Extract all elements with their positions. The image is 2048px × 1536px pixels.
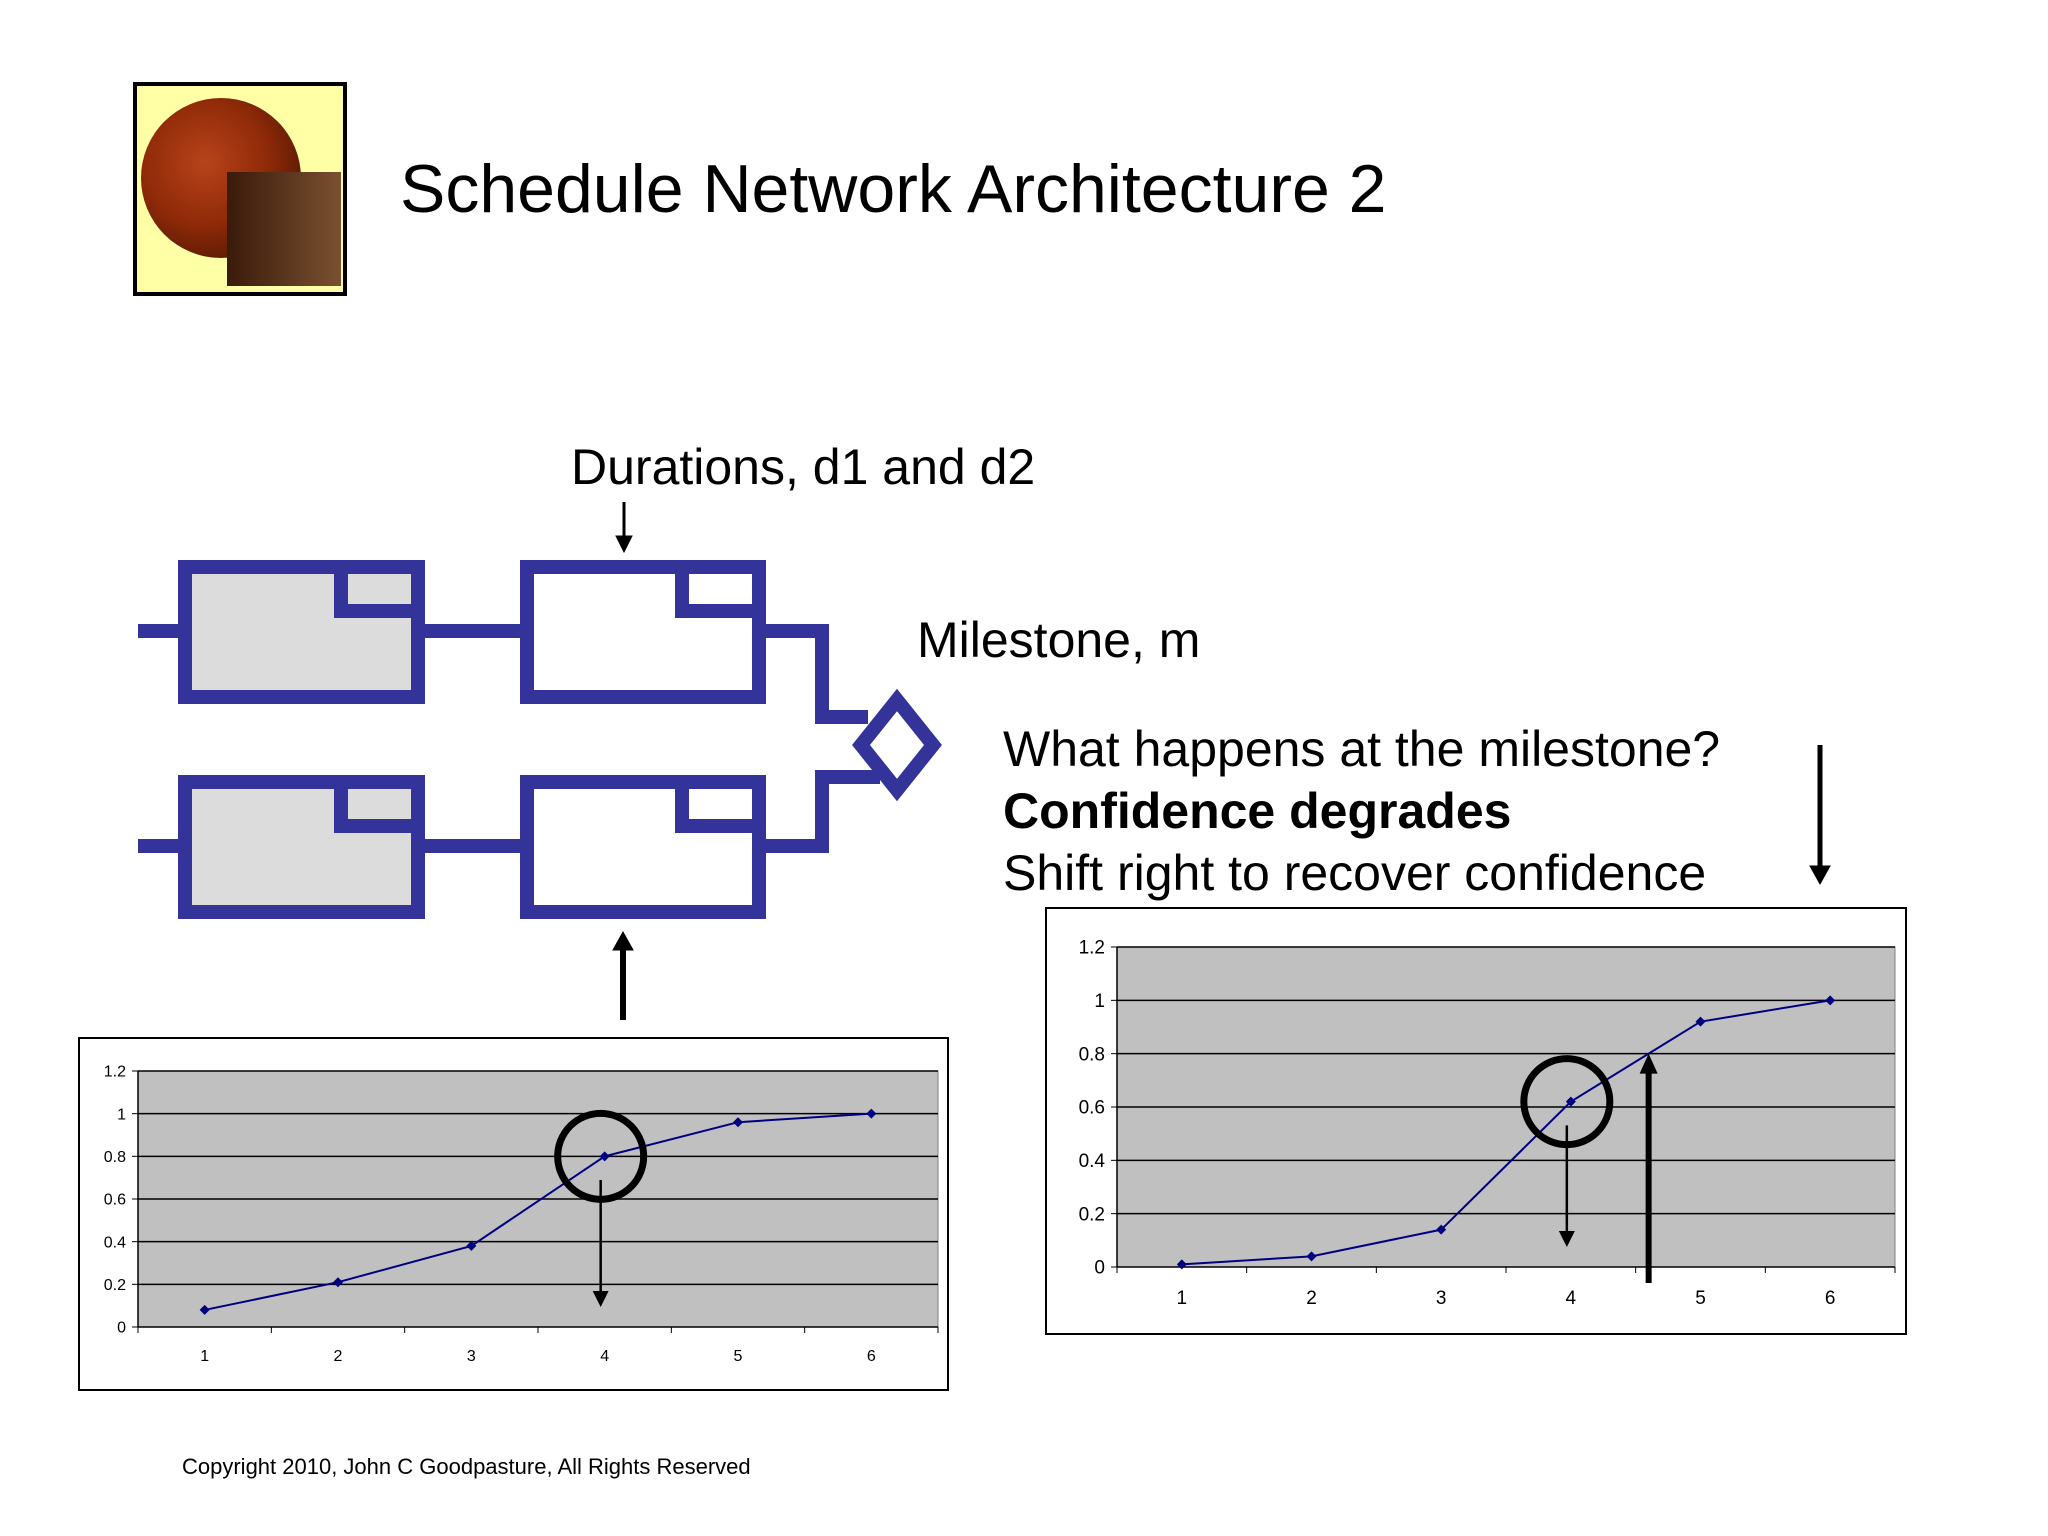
y-tick-label: 1 xyxy=(117,1106,126,1123)
x-tick-label: 4 xyxy=(1566,1288,1577,1309)
y-tick-label: 1 xyxy=(1094,991,1105,1012)
cdf-chart-right: 0 0.2 0.4 0.6 0.8 1 1.2 1 2 3 4 5 6 xyxy=(1045,907,1907,1335)
data-point xyxy=(866,1108,877,1119)
top-to-milestone-line xyxy=(759,624,868,724)
y-tick-label: 0 xyxy=(1094,1258,1105,1279)
data-point xyxy=(1565,1096,1576,1107)
task-box-bottom-2-duration xyxy=(675,775,766,833)
data-point xyxy=(1695,1016,1706,1027)
up-arrow-icon xyxy=(1639,1053,1658,1074)
task-box-top-1-duration xyxy=(334,560,425,618)
y-tick-label: 0.2 xyxy=(1079,1204,1105,1225)
y-tick-label: 0.8 xyxy=(1079,1044,1105,1065)
x-tick-label: 3 xyxy=(467,1348,476,1365)
up-arrow-icon xyxy=(612,930,634,951)
data-point xyxy=(333,1277,343,1288)
x-tick-label: 1 xyxy=(1177,1288,1188,1309)
down-arrow-icon xyxy=(1558,1231,1575,1247)
task-box-top-2-duration xyxy=(675,560,766,618)
durations-arrow-icon xyxy=(615,535,633,554)
x-tick-label: 6 xyxy=(1825,1288,1836,1309)
task-box-bottom-1-duration xyxy=(334,775,425,833)
x-tick-label: 3 xyxy=(1436,1288,1447,1309)
down-arrow-icon xyxy=(1809,865,1831,886)
x-tick-label: 6 xyxy=(867,1348,876,1365)
data-point xyxy=(599,1151,610,1162)
y-tick-label: 0.8 xyxy=(104,1149,126,1166)
shift-right-line: Shift right to recover confidence xyxy=(1003,845,1707,901)
x-tick-label: 2 xyxy=(1306,1288,1317,1309)
data-point xyxy=(466,1240,477,1251)
x-tick-label: 5 xyxy=(1695,1288,1706,1309)
durations-label: Durations, d1 and d2 xyxy=(571,439,1036,495)
data-point xyxy=(199,1304,210,1315)
series-line xyxy=(1181,999,1831,1266)
x-tick-label: 4 xyxy=(600,1348,609,1365)
data-point xyxy=(1176,1259,1187,1270)
milestone-diamond xyxy=(852,688,942,802)
y-tick-label: 0.6 xyxy=(104,1192,126,1209)
x-tick-label: 2 xyxy=(334,1348,343,1365)
y-tick-label: 1.2 xyxy=(1079,938,1105,959)
x-tick-label: 1 xyxy=(200,1348,209,1365)
x-tick-label: 5 xyxy=(734,1348,743,1365)
confidence-degrades-line: Confidence degrades xyxy=(1003,783,1512,839)
question-line: What happens at the milestone? xyxy=(1003,721,1721,777)
question-text-block: What happens at the milestone? Confidenc… xyxy=(1003,718,1720,904)
data-point xyxy=(733,1117,743,1128)
y-tick-label: 0.2 xyxy=(104,1277,126,1294)
copyright-text: Copyright 2010, John C Goodpasture, All … xyxy=(182,1454,751,1479)
milestone-label: Milestone, m xyxy=(917,612,1201,668)
y-tick-label: 0 xyxy=(117,1320,126,1337)
y-tick-label: 1.2 xyxy=(104,1064,126,1081)
bottom-to-milestone-line xyxy=(759,770,880,853)
data-point xyxy=(1436,1224,1447,1235)
y-tick-label: 0.6 xyxy=(1079,1098,1105,1119)
data-point xyxy=(1306,1251,1317,1262)
logo-icon xyxy=(133,82,347,296)
data-point xyxy=(1825,995,1836,1006)
y-tick-label: 0.4 xyxy=(104,1234,126,1251)
series-line xyxy=(204,1112,872,1311)
y-tick-label: 0.4 xyxy=(1079,1151,1106,1172)
cdf-chart-left: 0 0.2 0.4 0.6 0.8 1 1.2 1 2 3 4 5 6 xyxy=(78,1037,949,1391)
page-title: Schedule Network Architecture 2 xyxy=(400,151,1387,227)
down-arrow-icon xyxy=(592,1291,609,1307)
